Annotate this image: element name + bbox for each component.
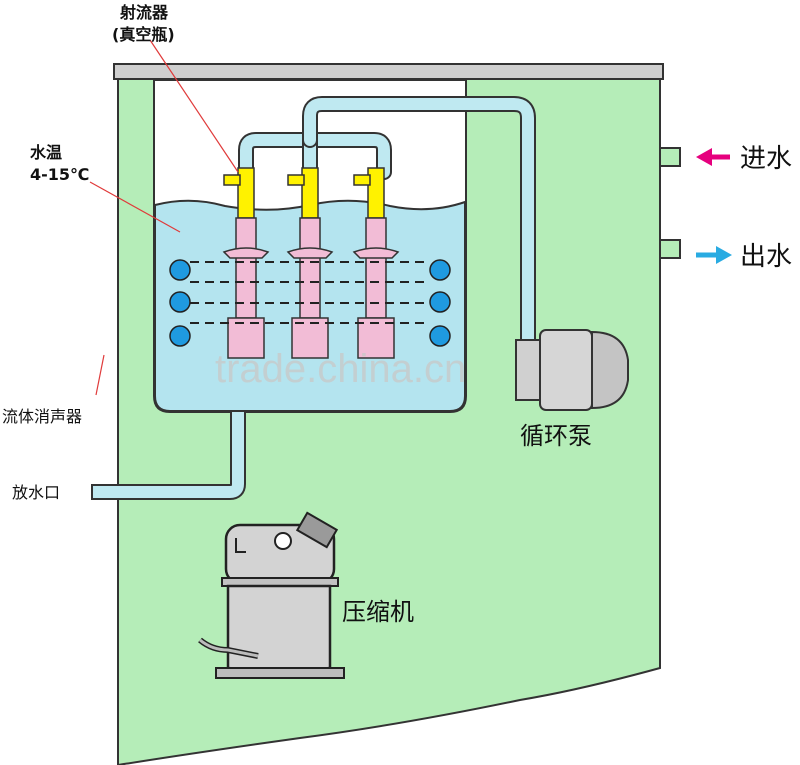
label-drain: 放水口 (12, 483, 60, 502)
label-muffler: 流体消声器 (2, 407, 82, 426)
inlet-arrow (696, 148, 730, 166)
label-ejector: 射流器 (119, 3, 169, 22)
ejector-assembly (222, 167, 400, 359)
drain-pipe (91, 412, 246, 500)
label-pump: 循环泵 (520, 422, 592, 450)
ejector-left (222, 167, 270, 359)
label-inlet: 进水 (740, 144, 792, 174)
ejector-middle (286, 167, 334, 359)
inlet-connector (659, 147, 681, 167)
circulation-pump (515, 329, 629, 411)
cabinet-top-plate (113, 63, 664, 80)
label-water-temp: 水温 (30, 143, 62, 162)
label-compressor: 压缩机 (342, 598, 414, 626)
ejector-right (352, 167, 400, 359)
watermark: trade.china.cn (215, 347, 466, 391)
leader-lines (89, 39, 239, 396)
outlet-connector (659, 239, 681, 259)
cooling-coil (169, 259, 451, 347)
outlet-arrow (696, 246, 732, 264)
label-water-temp-range: 4-15℃ (30, 165, 89, 184)
label-outlet: 出水 (740, 242, 792, 272)
compressor (198, 511, 345, 679)
label-ejector-subtitle: (真空瓶) (112, 25, 175, 44)
pipe-manifold (238, 96, 536, 348)
